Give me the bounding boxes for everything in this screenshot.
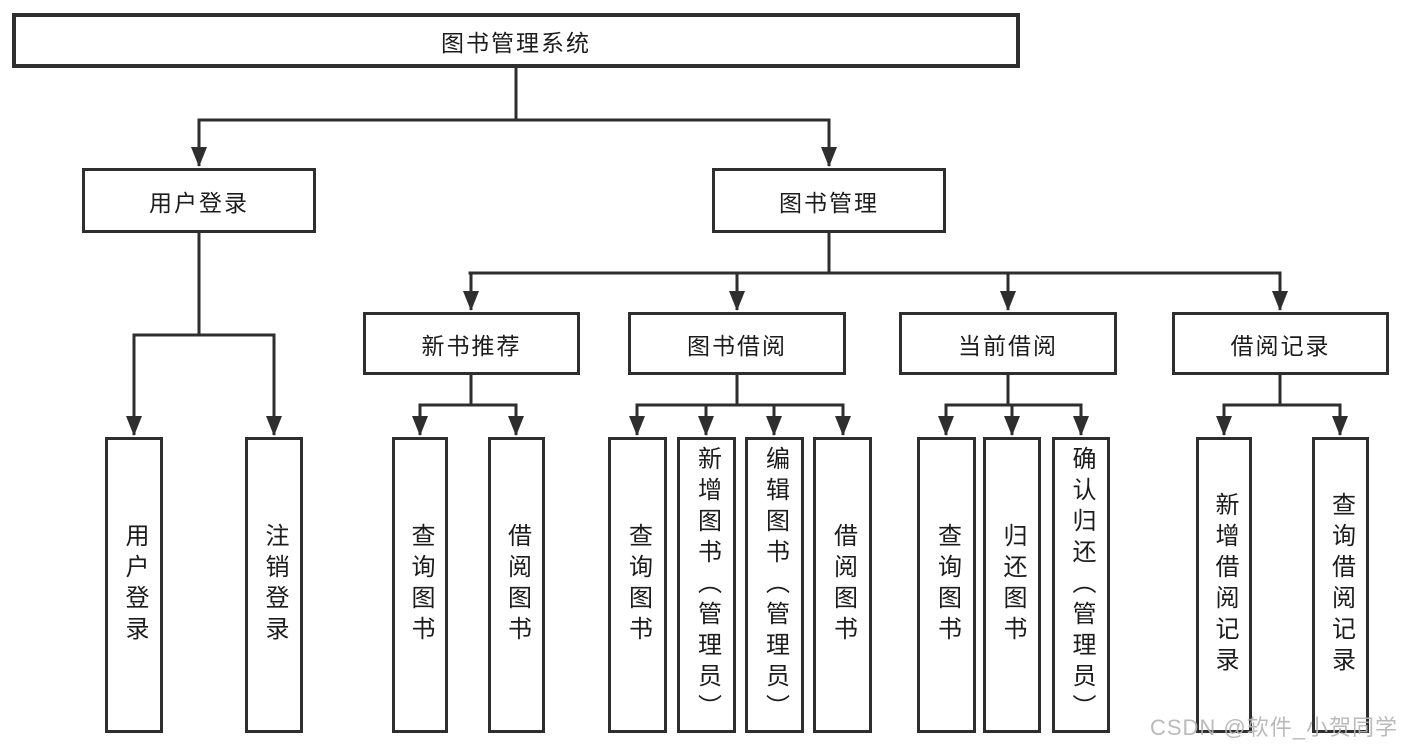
node-library-system-label: 图书管理系统 [441, 29, 591, 56]
leaf-query-book-1-label: 查询图书 [407, 523, 434, 647]
leaf-add-borrow-record-label: 新增借阅记录 [1211, 492, 1238, 678]
node-borrow-records-label: 借阅记录 [1230, 332, 1331, 359]
leaf-add-borrow-record: 新增借阅记录 [1196, 437, 1252, 733]
node-current-borrowing-label: 当前借阅 [958, 332, 1058, 359]
node-new-book-recommendation: 新书推荐 [363, 312, 580, 375]
leaf-add-book-admin: 新增图书（管理员） [677, 437, 736, 733]
leaf-query-borrow-record: 查询借阅记录 [1312, 437, 1369, 733]
leaf-user-login-label: 用户登录 [121, 523, 148, 647]
leaf-query-book-3: 查询图书 [917, 437, 976, 733]
node-borrow-records: 借阅记录 [1172, 312, 1389, 375]
leaf-user-login: 用户登录 [105, 437, 163, 733]
node-book-borrowing: 图书借阅 [628, 312, 846, 375]
node-book-management-label: 图书管理 [779, 189, 879, 216]
leaf-borrow-book-2-label: 借阅图书 [829, 523, 857, 647]
node-current-borrowing: 当前借阅 [899, 312, 1117, 375]
leaf-query-borrow-record-label: 查询借阅记录 [1327, 492, 1355, 678]
leaf-return-book: 归还图书 [983, 437, 1041, 733]
leaf-confirm-return-admin: 确认归还（管理员） [1052, 437, 1110, 733]
node-book-borrowing-label: 图书借阅 [687, 332, 787, 359]
node-user-login: 用户登录 [82, 168, 316, 233]
leaf-logout-label: 注销登录 [261, 523, 288, 647]
leaf-query-book-2-label: 查询图书 [624, 523, 652, 647]
node-new-book-recommendation-label: 新书推荐 [421, 332, 522, 359]
leaf-borrow-book-1: 借阅图书 [488, 437, 545, 733]
watermark: CSDN @软件_小贺同学 [1149, 715, 1398, 740]
leaf-query-book-2: 查询图书 [608, 437, 667, 733]
leaf-borrow-book-1-label: 借阅图书 [503, 523, 531, 647]
leaf-logout: 注销登录 [245, 437, 303, 733]
node-book-management: 图书管理 [712, 168, 946, 233]
leaf-edit-book-admin: 编辑图书（管理员） [745, 437, 804, 733]
leaf-query-book-3-label: 查询图书 [933, 523, 961, 647]
leaf-borrow-book-2: 借阅图书 [813, 437, 872, 733]
leaf-return-book-label: 归还图书 [999, 523, 1026, 647]
leaf-edit-book-admin-label: 编辑图书（管理员） [761, 445, 789, 725]
leaf-query-book-1: 查询图书 [392, 437, 448, 733]
leaf-add-book-admin-label: 新增图书（管理员） [693, 445, 721, 725]
node-library-system: 图书管理系统 [12, 13, 1020, 68]
leaf-confirm-return-admin-label: 确认归还（管理员） [1068, 445, 1095, 725]
node-user-login-label: 用户登录 [149, 189, 249, 216]
